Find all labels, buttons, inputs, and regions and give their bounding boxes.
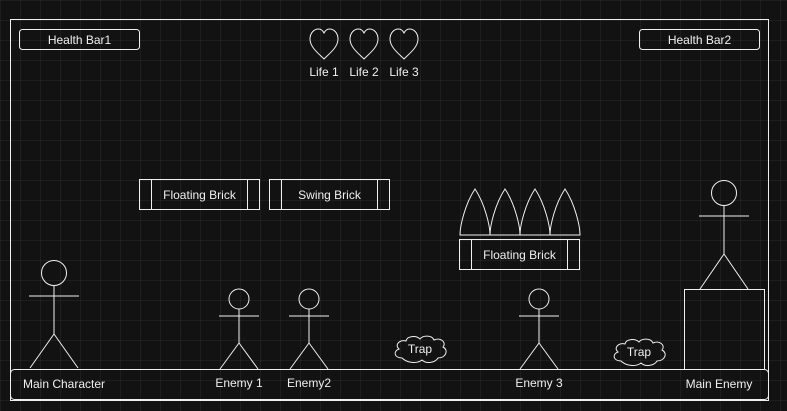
- main-character-figure: [29, 260, 79, 369]
- health-bar-2: [639, 29, 760, 50]
- spike-2: [489, 188, 521, 236]
- trap-cloud-1: [394, 335, 447, 363]
- enemy-3-label: Enemy 3: [515, 376, 563, 390]
- heart-icon-life-3: [389, 28, 419, 60]
- spike-1: [459, 188, 491, 236]
- enemy-1-figure: [219, 288, 259, 370]
- game-frame: [10, 19, 769, 401]
- heart-icon-life-1: [309, 28, 339, 60]
- ground-platform: [10, 369, 769, 400]
- main-enemy-pedestal: [684, 289, 765, 370]
- life-3-label: Life 3: [389, 65, 419, 79]
- trap-2-label: Trap: [626, 345, 652, 359]
- spike-row: [459, 188, 581, 236]
- enemy-1-label: Enemy 1: [215, 376, 263, 390]
- enemy-3-figure: [519, 288, 559, 370]
- floating-brick-spiked-label: Floating Brick: [483, 247, 556, 262]
- floating-brick-spiked: [459, 239, 580, 270]
- life-2-label: Life 2: [349, 65, 379, 79]
- health-bar-1: [19, 29, 140, 50]
- main-character-label: Main Character: [22, 377, 106, 391]
- trap-1-label: Trap: [407, 342, 433, 356]
- life-1-label: Life 1: [309, 65, 339, 79]
- floating-brick-left-label: Floating Brick: [163, 187, 236, 202]
- spike-3: [519, 188, 551, 236]
- floating-brick-left: [139, 179, 260, 210]
- enemy-2-figure: [289, 288, 329, 370]
- trap-cloud-2: [613, 338, 666, 366]
- spike-4: [549, 188, 581, 236]
- heart-icon-life-2: [349, 28, 379, 60]
- main-enemy-figure: [699, 180, 749, 290]
- health-bar-1-label: Health Bar1: [47, 32, 112, 47]
- enemy-2-label: Enemy2: [286, 376, 332, 390]
- swing-brick-label: Swing Brick: [298, 187, 361, 202]
- health-bar-2-label: Health Bar2: [667, 32, 732, 47]
- swing-brick: [269, 179, 390, 210]
- main-enemy-label: Main Enemy: [685, 377, 753, 391]
